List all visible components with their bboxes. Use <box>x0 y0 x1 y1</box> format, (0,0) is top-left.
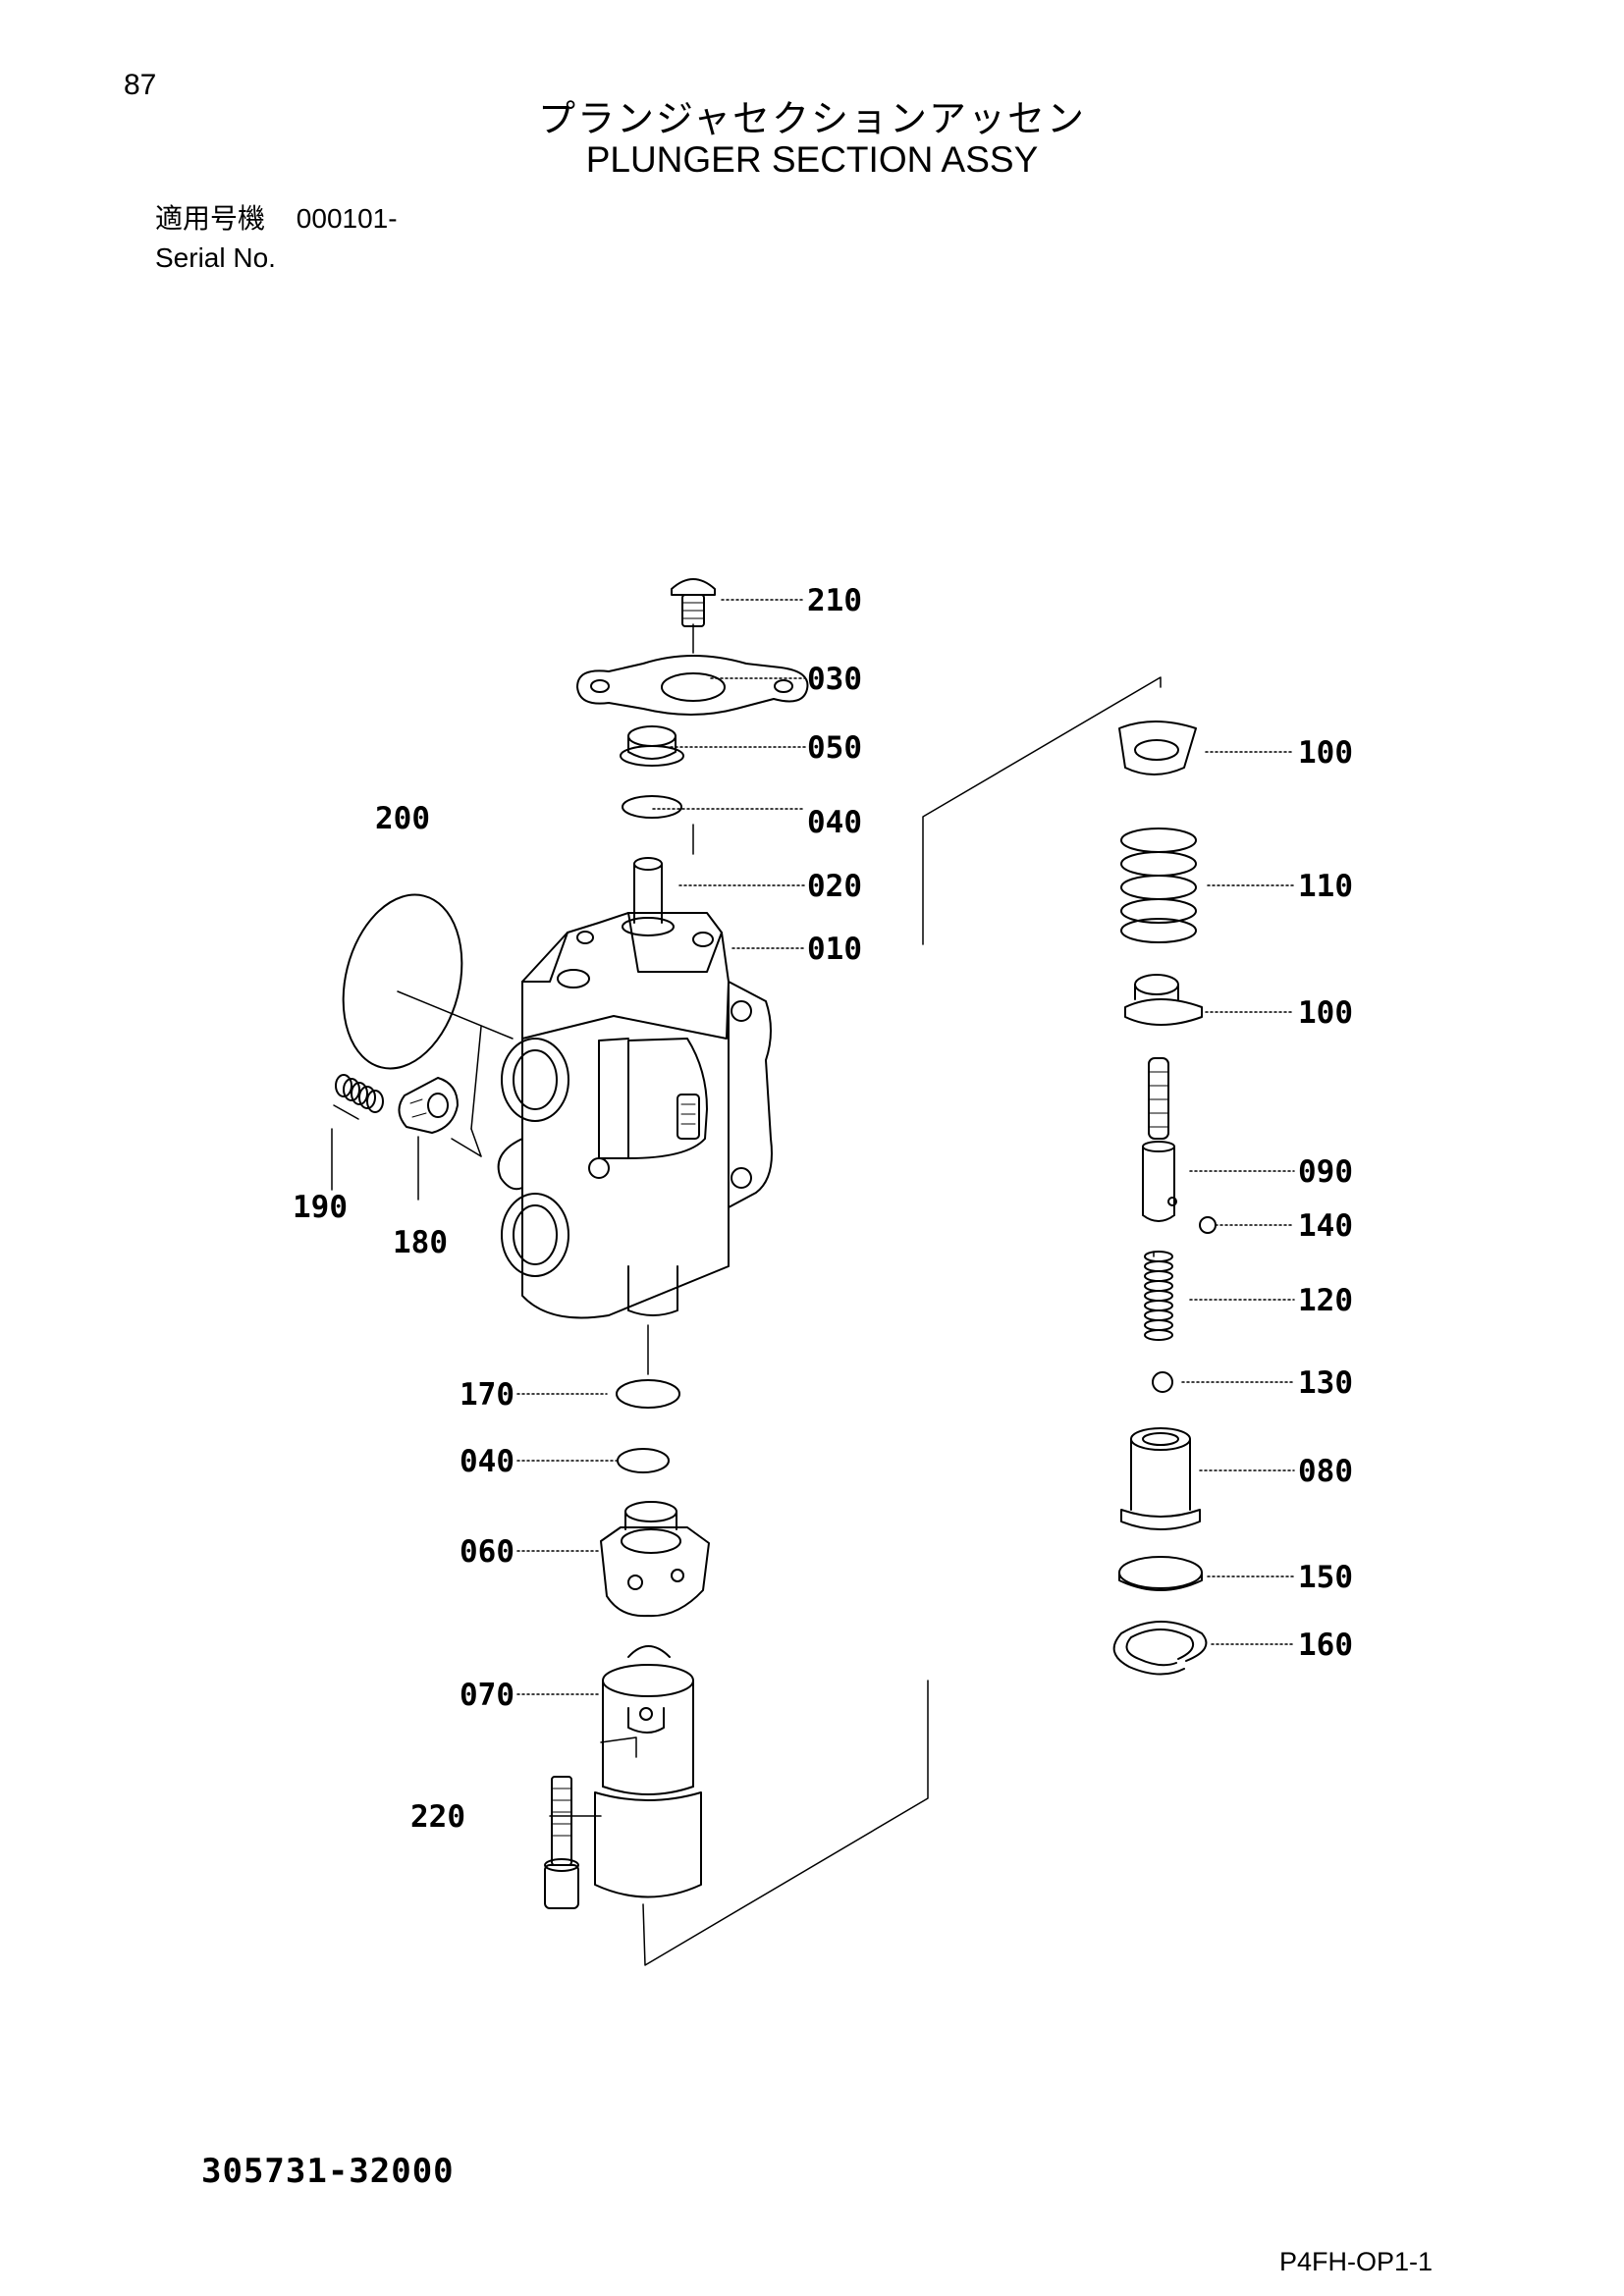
callout-030: 030 <box>807 662 862 697</box>
callout-150: 150 <box>1298 1560 1353 1595</box>
part-070-housing <box>594 1645 702 1898</box>
callout-200: 200 <box>375 801 430 836</box>
part-090-plunger <box>1142 1057 1177 1222</box>
callout-050: 050 <box>807 730 862 766</box>
part-150-disc <box>1118 1556 1203 1591</box>
callout-070: 070 <box>460 1678 514 1713</box>
callout-210: 210 <box>807 583 862 618</box>
page-title-japanese: プランジャセクションアッセン <box>537 97 1087 140</box>
callout-160: 160 <box>1298 1628 1353 1663</box>
callout-090: 090 <box>1298 1154 1353 1190</box>
part-190-spring <box>335 1074 384 1113</box>
part-080-sleeve <box>1120 1427 1201 1530</box>
part-200-oring-large <box>342 893 463 1070</box>
serial-label: Serial No. <box>155 242 276 273</box>
part-100-seat-lower <box>1124 974 1203 1026</box>
part-130-ball <box>1152 1371 1173 1393</box>
callout-040: 040 <box>807 805 862 840</box>
part-220-bolt <box>544 1776 579 1909</box>
assembly-part-number: 305731-32000 <box>201 2152 455 2191</box>
callout-140: 140 <box>1298 1208 1353 1244</box>
part-010-valve-body <box>497 912 773 1319</box>
callout-010: 010 <box>807 932 862 967</box>
part-110-spring <box>1120 828 1197 943</box>
part-040-oring-lower <box>617 1448 670 1473</box>
callout-060: 060 <box>460 1534 514 1570</box>
part-160-snap-ring <box>1112 1621 1208 1676</box>
part-140-ball <box>1199 1216 1217 1234</box>
assembly-axis-lines <box>331 623 1162 1966</box>
callout-130: 130 <box>1298 1365 1353 1401</box>
callout-labels: 210 030 050 040 020 010 200 190 180 170 … <box>293 583 1353 1835</box>
callout-020: 020 <box>807 869 862 904</box>
part-120-spring <box>1144 1251 1173 1341</box>
callout-180: 180 <box>393 1225 448 1260</box>
part-030-flange <box>576 655 809 716</box>
figure-code: P4FH-OP1-1 <box>1279 2247 1434 2276</box>
part-060-cap <box>600 1501 710 1618</box>
part-180-plug <box>398 1077 459 1134</box>
callout-120: 120 <box>1298 1283 1353 1318</box>
callout-080: 080 <box>1298 1454 1353 1489</box>
callout-190: 190 <box>293 1190 348 1225</box>
part-050-plug <box>620 725 684 767</box>
part-170-oring <box>616 1379 680 1409</box>
callout-220: 220 <box>410 1799 465 1835</box>
page-number: 87 <box>124 69 157 101</box>
callout-040-lower: 040 <box>460 1444 514 1479</box>
part-040-oring-upper <box>622 795 682 819</box>
serial-label-japanese: 適用号機 <box>155 203 266 234</box>
part-210-screw <box>671 578 716 627</box>
part-100-seat-upper <box>1118 721 1197 775</box>
page-title: PLUNGER SECTION ASSY <box>585 139 1039 180</box>
callout-100-lower: 100 <box>1298 995 1353 1031</box>
callout-110: 110 <box>1298 869 1353 904</box>
serial-info: 適用号機 000101- Serial No. <box>155 199 398 278</box>
serial-value: 000101- <box>296 203 398 234</box>
leader-lines <box>516 599 1295 1695</box>
callout-100-upper: 100 <box>1298 735 1353 771</box>
callout-170: 170 <box>460 1377 514 1413</box>
